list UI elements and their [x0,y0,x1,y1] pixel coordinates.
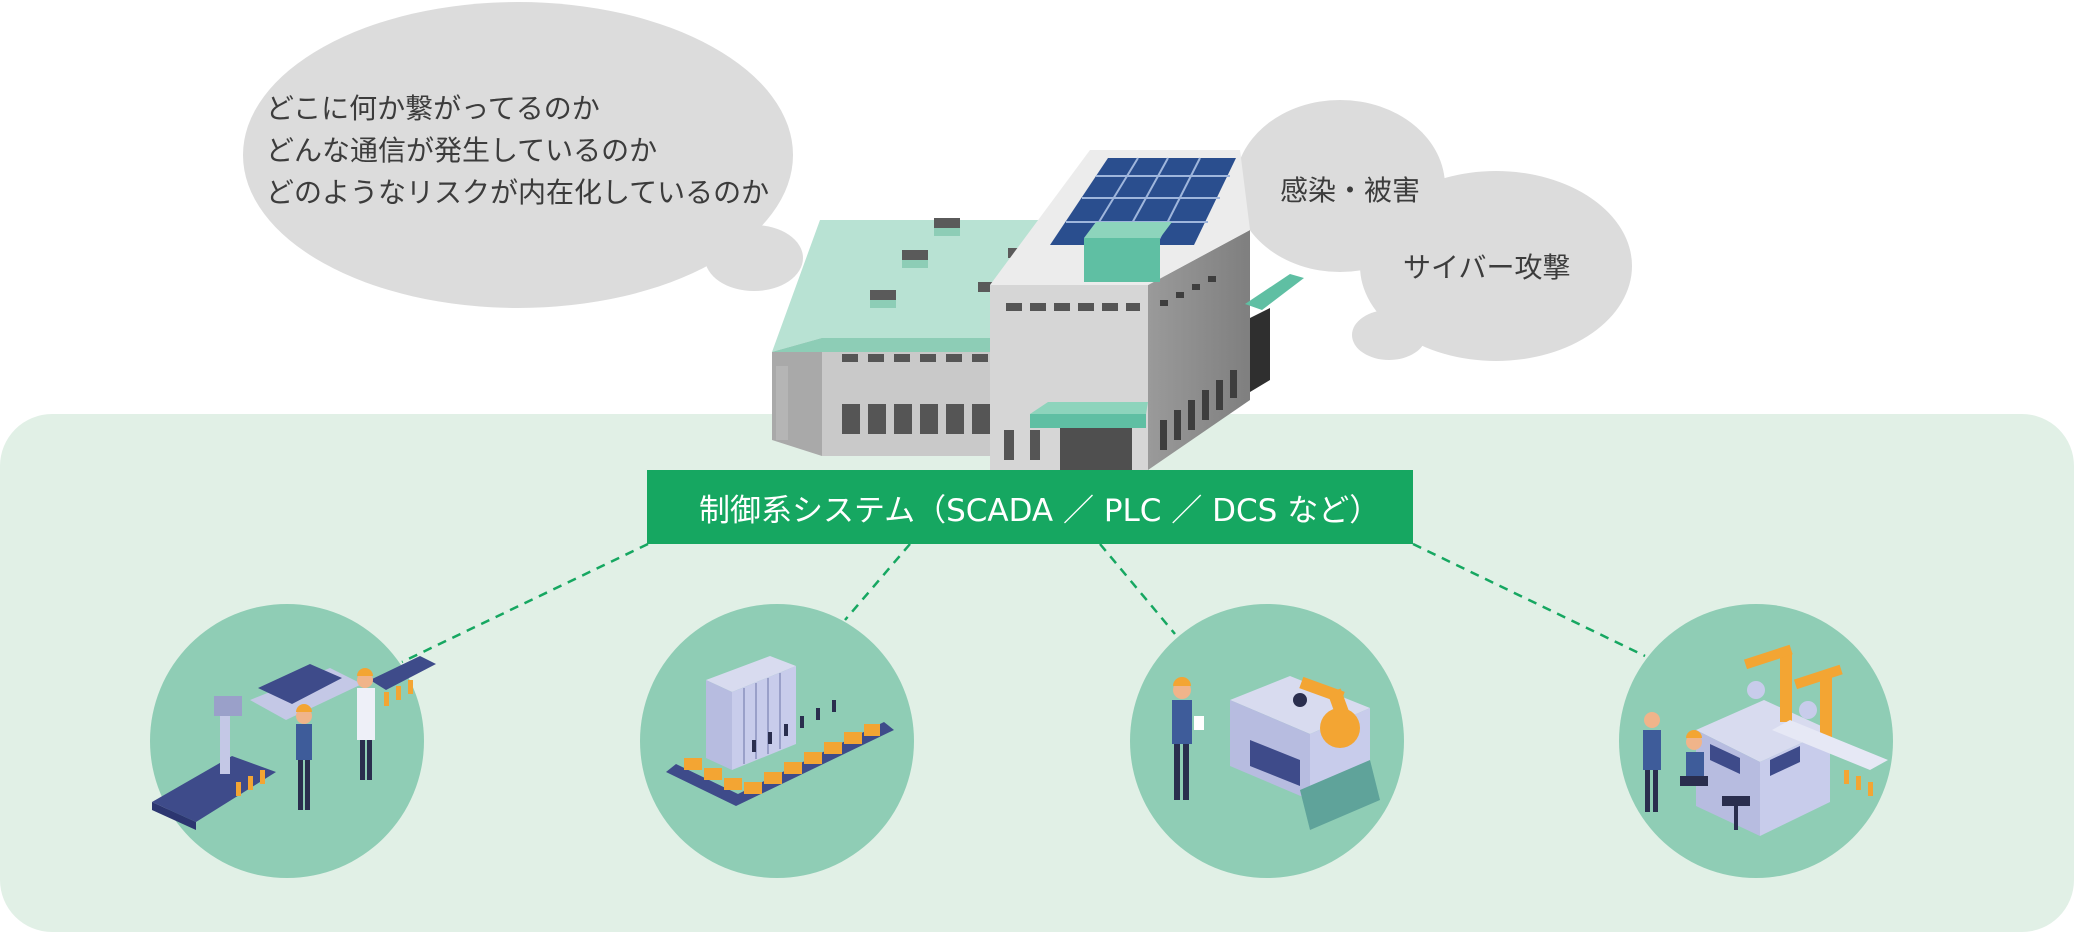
question-line-1: どこに何か繋がってるのか [266,92,600,125]
control-system-label: 制御系システム（SCADA ／ PLC ／ DCS など） [699,492,1381,529]
factory-building-icon [772,150,1304,470]
control-room-robots-icon [1643,644,1888,836]
control-system-box: 制御系システム（SCADA ／ PLC ／ DCS など） [647,470,1413,544]
thought-bubble-main-text: どこに何か繋がってるのか どんな通信が発生しているのか どのようなリスクが内在化… [266,88,769,214]
connector-lines [401,542,1646,664]
infection-damage-label: 感染・被害 [1280,174,1421,207]
question-line-2: どんな通信が発生しているのか [266,134,658,167]
connector-line-3 [1099,543,1176,635]
connector-line-1 [401,542,649,664]
station-circles [150,604,1893,878]
connector-line-4 [1412,542,1646,658]
robot-arm-machine-icon [1172,676,1380,830]
conveyor-workers-icon [152,656,436,830]
server-conveyor-icon [666,656,894,806]
thought-bubble-right [1235,100,1632,361]
cyber-attack-label: サイバー攻撃 [1403,251,1571,284]
connector-line-2 [844,543,911,621]
question-line-3: どのようなリスクが内在化しているのか [266,176,770,209]
thought-bubble-main [243,2,803,308]
station-circle-1 [150,604,424,878]
